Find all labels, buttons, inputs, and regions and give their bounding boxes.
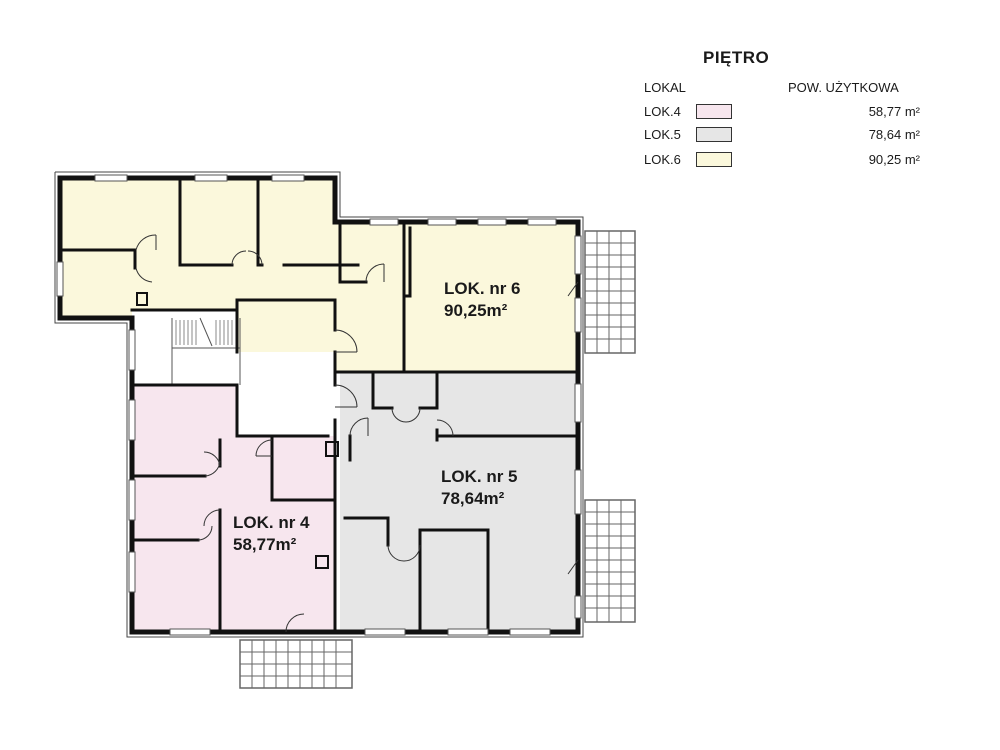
legend-swatch-lok5 bbox=[696, 127, 732, 142]
facade-lines bbox=[54, 171, 584, 638]
legend-swatch-lok6 bbox=[696, 152, 732, 167]
legend-unit-label: LOK.5 bbox=[644, 127, 681, 142]
legend-header-unit: LOKAL bbox=[644, 80, 686, 95]
legend-row-lok6: LOK.6 90,25 m² bbox=[644, 152, 924, 170]
unit-area: 58,77m² bbox=[233, 535, 297, 554]
legend-row-lok4: LOK.4 58,77 m² bbox=[644, 104, 924, 122]
balcony-east-bottom bbox=[584, 499, 636, 623]
unit-area: 78,64m² bbox=[441, 489, 505, 508]
legend-area-value: 58,77 m² bbox=[868, 104, 920, 119]
balconies bbox=[239, 230, 636, 689]
legend-area-value: 78,64 m² bbox=[868, 127, 920, 142]
unit-label-lok6: LOK. nr 6 90,25m² bbox=[444, 278, 521, 322]
legend-area-value: 90,25 m² bbox=[868, 152, 920, 167]
balcony-south bbox=[239, 639, 353, 689]
unit-name: LOK. nr 6 bbox=[444, 279, 521, 298]
balcony-east-top bbox=[584, 230, 636, 354]
legend-unit-label: LOK.6 bbox=[644, 152, 681, 167]
legend-header-area: POW. UŻYTKOWA bbox=[788, 80, 899, 95]
legend-row-lok5: LOK.5 78,64 m² bbox=[644, 127, 924, 145]
lok4-fill bbox=[132, 386, 335, 632]
legend-unit-label: LOK.4 bbox=[644, 104, 681, 119]
door-swings bbox=[135, 234, 579, 633]
legend-swatch-lok4 bbox=[696, 104, 732, 119]
windows bbox=[56, 174, 582, 636]
unit-name: LOK. nr 5 bbox=[441, 467, 518, 486]
unit-label-lok4: LOK. nr 4 58,77m² bbox=[233, 512, 310, 556]
staircase bbox=[171, 317, 241, 385]
unit-area: 90,25m² bbox=[444, 301, 508, 320]
legend-title: PIĘTRO bbox=[703, 48, 770, 67]
unit-label-lok5: LOK. nr 5 78,64m² bbox=[441, 466, 518, 510]
unit-name: LOK. nr 4 bbox=[233, 513, 310, 532]
lok6-fill bbox=[60, 178, 578, 372]
